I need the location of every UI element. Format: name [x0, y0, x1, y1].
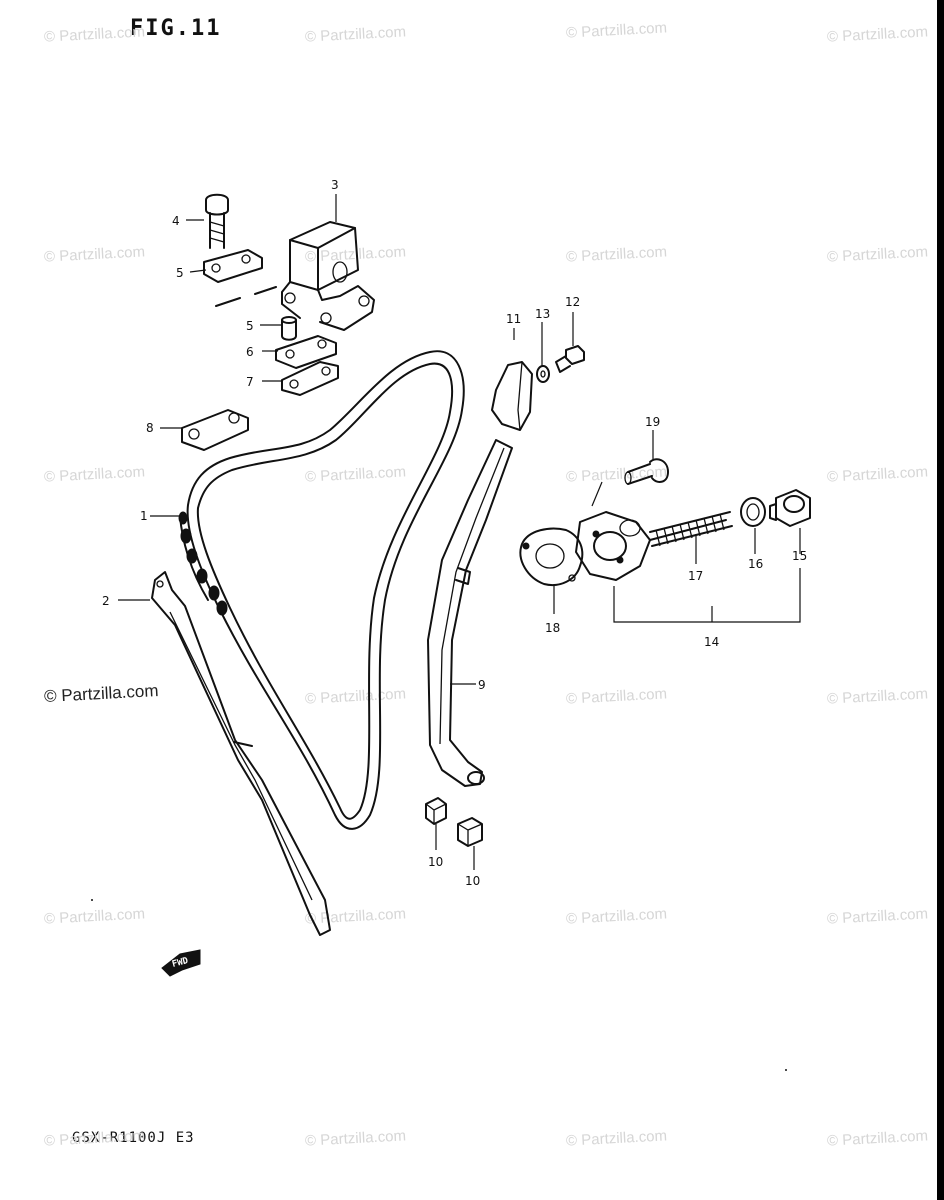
part-8-cushion[interactable]	[181, 409, 249, 451]
page-right-border	[937, 0, 944, 1200]
fwd-label: FWD	[171, 956, 190, 970]
callout-labels: 4 5 3 5 6 7 8 1 2 9 10 10 11 13 12 19 18…	[102, 178, 807, 888]
callout-17: 17	[688, 569, 703, 583]
part-5-dowel[interactable]	[281, 316, 297, 341]
figure-title: FIG.11	[130, 16, 222, 41]
part-11-guide[interactable]	[491, 361, 533, 431]
callout-13: 13	[535, 307, 550, 321]
callout-9: 9	[478, 678, 486, 692]
callout-4: 4	[172, 214, 180, 228]
callout-8: 8	[146, 421, 154, 435]
part-4-bolt[interactable]	[205, 193, 229, 249]
part-10-pin-a[interactable]	[425, 797, 447, 825]
callout-3: 3	[331, 178, 339, 192]
part-9-front-guide[interactable]	[427, 439, 513, 787]
model-code: GSX-R1100J E3	[72, 1130, 195, 1146]
callout-18: 18	[545, 621, 560, 635]
part-5-plate[interactable]	[203, 249, 277, 307]
part-1-cam-chain[interactable]	[178, 350, 465, 830]
part-14-tensioner-body[interactable]	[575, 481, 651, 581]
callout-19: 19	[645, 415, 660, 429]
speck	[91, 899, 93, 901]
part-6-cushion[interactable]	[275, 335, 337, 369]
callout-2: 2	[102, 594, 110, 608]
part-15-cap-bolt[interactable]	[769, 489, 811, 527]
part-17-spring[interactable]	[649, 511, 733, 547]
callout-7: 7	[246, 375, 254, 389]
callout-5: 5	[176, 266, 184, 280]
part-12-bolt[interactable]	[555, 345, 585, 373]
part-3-top-guide[interactable]	[281, 221, 375, 331]
callout-5: 5	[246, 319, 254, 333]
callout-14: 14	[704, 635, 719, 649]
part-10-pin-b[interactable]	[457, 817, 483, 847]
callout-11: 11	[506, 312, 521, 326]
callout-15: 15	[792, 549, 807, 563]
part-13-washer[interactable]	[536, 365, 550, 383]
callout-12: 12	[565, 295, 580, 309]
callout-10: 10	[465, 874, 480, 888]
callout-6: 6	[246, 345, 254, 359]
callout-16: 16	[748, 557, 763, 571]
speck	[785, 1069, 787, 1071]
part-7-cushion[interactable]	[281, 361, 339, 396]
callout-1: 1	[140, 509, 148, 523]
callout-10: 10	[428, 855, 443, 869]
part-19-bolt[interactable]	[624, 458, 669, 485]
part-2-rear-guide[interactable]	[151, 571, 331, 936]
part-16-gasket[interactable]	[740, 497, 766, 527]
leader-lines	[118, 194, 801, 870]
part-18-gasket[interactable]	[519, 527, 584, 586]
fwd-arrow-icon: FWD	[161, 949, 201, 977]
